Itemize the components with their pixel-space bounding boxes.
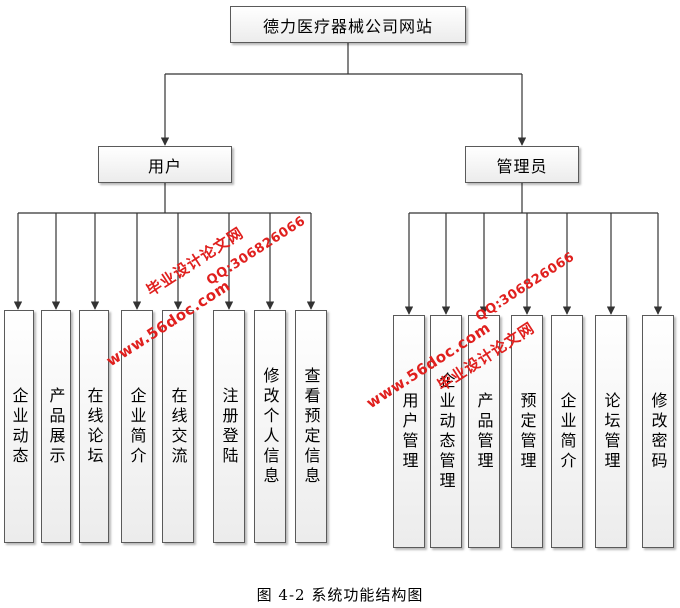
admin-function-box-3: 产品管理 — [468, 315, 500, 548]
user-function-box-5: 在线交流 — [162, 310, 194, 543]
admin-function-label-4: 预定管理 — [517, 391, 537, 472]
figure-caption: 图 4-2 系统功能结构图 — [256, 586, 424, 604]
user-function-label-3: 在线论坛 — [84, 386, 104, 467]
admin-function-label-6: 论坛管理 — [601, 391, 621, 472]
user-function-box-7: 修改个人信息 — [254, 310, 286, 543]
user-function-label-1: 企业动态 — [9, 386, 29, 467]
user-function-label-8: 查看预定信息 — [301, 366, 321, 487]
user-function-label-5: 在线交流 — [168, 386, 188, 467]
admin-function-label-7: 修改密码 — [648, 391, 668, 472]
root-node: 德力医疗器械公司网站 — [230, 6, 466, 43]
user-function-box-2: 产品展示 — [41, 310, 71, 543]
admin-function-box-6: 论坛管理 — [595, 315, 627, 548]
admin-function-box-7: 修改密码 — [642, 315, 674, 548]
admin-function-box-5: 企业简介 — [551, 315, 583, 548]
admin-function-label-3: 产品管理 — [474, 391, 494, 472]
user-function-box-3: 在线论坛 — [79, 310, 109, 543]
admin-function-box-1: 用户管理 — [393, 315, 425, 548]
user-function-label-2: 产品展示 — [46, 386, 66, 467]
user-node: 用户 — [98, 146, 232, 183]
admin-function-box-2: 企业动态管理 — [430, 315, 462, 548]
user-function-box-1: 企业动态 — [4, 310, 34, 543]
admin-node: 管理员 — [465, 146, 579, 183]
admin-function-box-4: 预定管理 — [511, 315, 543, 548]
admin-label: 管理员 — [496, 156, 548, 176]
user-function-label-4: 企业简介 — [127, 386, 147, 467]
admin-function-label-1: 用户管理 — [399, 391, 419, 472]
user-function-box-4: 企业简介 — [121, 310, 153, 543]
user-function-box-6: 注册登陆 — [213, 310, 245, 543]
user-label: 用户 — [147, 156, 182, 176]
user-function-box-8: 查看预定信息 — [295, 310, 327, 543]
admin-function-label-2: 企业动态管理 — [436, 371, 456, 492]
root-label: 德力医疗器械公司网站 — [262, 16, 433, 36]
user-function-label-6: 注册登陆 — [219, 386, 239, 467]
user-function-label-7: 修改个人信息 — [260, 366, 280, 487]
admin-function-label-5: 企业简介 — [557, 391, 577, 472]
